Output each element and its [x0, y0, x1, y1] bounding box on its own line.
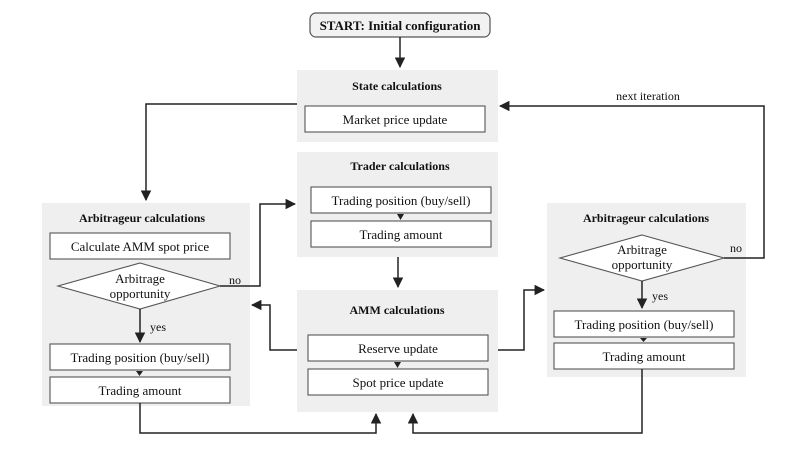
trader-trading-position-box	[310, 186, 492, 214]
arbitrageur-left-trading-position-label: Trading position (buy/sell)	[71, 350, 210, 365]
arbitrage-opportunity-left-line1: Arbitrage	[115, 271, 165, 286]
arbitrageur-right-trading-amount-box	[553, 342, 735, 370]
arbitrageur-right-title: Arbitrageur calculations	[583, 211, 709, 225]
spot-price-update-box	[307, 368, 489, 396]
arbitrage-right-yes-label: yes	[652, 289, 668, 303]
market-price-update-box	[304, 105, 486, 133]
arbitrageur-right-internal-arrow	[640, 338, 647, 342]
arbitrageur-left-title: Arbitrageur calculations	[79, 211, 205, 225]
arbitrage-right-no-label: no	[730, 241, 742, 255]
arbitrageur-left-trading-amount-box	[49, 376, 231, 404]
trader-internal-arrow	[397, 214, 404, 220]
arbitrageur-left-internal-arrow	[136, 371, 143, 376]
next-iteration-label: next iteration	[616, 89, 680, 103]
arbitrageur-right-to-amm-arrow	[407, 369, 643, 434]
arbitrageur-left-trading-amount-label: Trading amount	[99, 383, 182, 398]
amm-to-arbitrageur-left-arrow	[250, 299, 297, 351]
arbitrageur-left-trading-position-box	[49, 343, 231, 371]
arbitrage-left-no-label: no	[229, 273, 241, 287]
amm-calculations-title: AMM calculations	[350, 303, 445, 317]
calculate-amm-spot-price-label: Calculate AMM spot price	[71, 239, 210, 254]
arbitrage-opportunity-right-line1: Arbitrage	[617, 242, 667, 257]
trader-trading-amount-label: Trading amount	[360, 227, 443, 242]
arbitrageur-left-to-amm-arrow	[139, 403, 382, 434]
arbitrage-left-yes-label: yes	[150, 320, 166, 334]
amm-to-arbitrageur-right-arrow	[498, 284, 546, 351]
arbitrage-opportunity-left-line2: opportunity	[110, 286, 171, 301]
reserve-update-box	[307, 334, 489, 362]
market-price-update-label: Market price update	[343, 112, 448, 127]
amm-internal-arrow	[394, 362, 401, 368]
trader-calculations-title: Trader calculations	[350, 159, 450, 173]
arbitrageur-right-trading-amount-label: Trading amount	[603, 349, 686, 364]
trader-trading-position-label: Trading position (buy/sell)	[332, 193, 471, 208]
calculate-amm-spot-price-box	[49, 232, 231, 260]
start-label: START: Initial configuration	[320, 18, 482, 33]
arbitrageur-right-trading-position-box	[553, 310, 735, 338]
state-calculations-title: State calculations	[352, 79, 442, 93]
arbitrageur-right-trading-position-label: Trading position (buy/sell)	[575, 317, 714, 332]
arbitrageur-left-no-to-trader-arrow	[220, 198, 297, 287]
spot-price-update-label: Spot price update	[353, 375, 444, 390]
trader-trading-amount-box	[310, 220, 492, 248]
state-to-arbitrageur-left-arrow	[140, 103, 297, 202]
arbitrage-opportunity-right-line2: opportunity	[612, 257, 673, 272]
reserve-update-label: Reserve update	[358, 341, 438, 356]
arbitrageur-right-no-next-iteration-arrow	[498, 100, 765, 259]
